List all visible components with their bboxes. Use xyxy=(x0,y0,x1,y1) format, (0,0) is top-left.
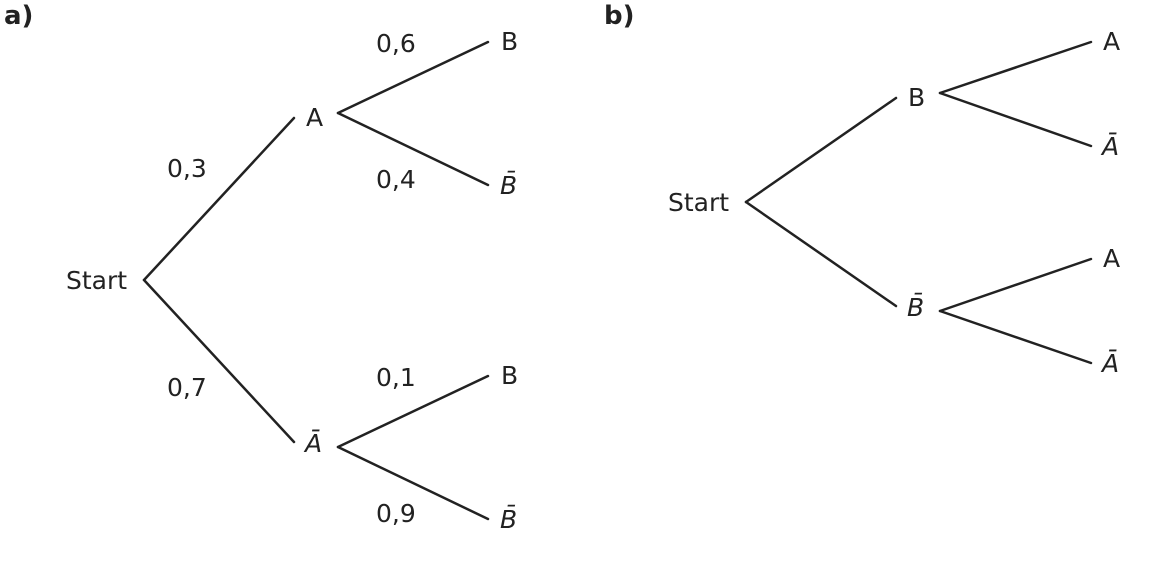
node-b-a: A xyxy=(1103,27,1120,56)
prob-a: 0,3 xyxy=(167,154,207,183)
edge-start-not-b xyxy=(744,200,898,308)
node-a: A xyxy=(306,103,323,132)
node-a-not-b: B̄ xyxy=(500,170,517,200)
prob-a-b: 0,6 xyxy=(376,29,416,58)
node-not-b: B̄ xyxy=(907,292,924,322)
node-not-a: Ā xyxy=(303,429,322,458)
edge-not-a-b xyxy=(336,374,490,449)
node-b-not-a: Ā xyxy=(1100,132,1119,161)
edge-not-b-not-a xyxy=(938,309,1093,365)
edge-a-b xyxy=(336,40,490,115)
prob-not-a-not-b: 0,9 xyxy=(376,499,416,528)
panel-b-label: b) xyxy=(604,1,635,31)
panel-b: b) Start B B̄ A Ā A Ā xyxy=(604,1,1120,378)
node-not-a-b: B xyxy=(501,361,518,390)
panel-a-label: a) xyxy=(4,1,33,31)
edge-start-a xyxy=(142,116,296,282)
panel-a: a) Start A Ā B B̄ B B̄ 0,3 0,7 0,6 0,4 … xyxy=(4,1,518,534)
edge-b-a xyxy=(938,40,1093,95)
edge-b-not-a xyxy=(938,91,1093,148)
prob-not-a-b: 0,1 xyxy=(376,363,416,392)
root-start-a: Start xyxy=(66,266,127,295)
node-not-b-not-a: Ā xyxy=(1100,349,1119,378)
edge-not-a-not-b xyxy=(336,445,490,521)
prob-not-a: 0,7 xyxy=(167,373,207,402)
prob-a-not-b: 0,4 xyxy=(376,165,416,194)
edge-start-not-a xyxy=(142,278,296,444)
edge-not-b-a xyxy=(938,257,1093,313)
node-b: B xyxy=(908,83,925,112)
node-a-b: B xyxy=(501,27,518,56)
node-not-b-a: A xyxy=(1103,244,1120,273)
edge-start-b xyxy=(744,96,898,204)
node-not-a-not-b: B̄ xyxy=(500,504,517,534)
edge-a-not-b xyxy=(336,111,490,187)
root-start-b: Start xyxy=(668,188,729,217)
